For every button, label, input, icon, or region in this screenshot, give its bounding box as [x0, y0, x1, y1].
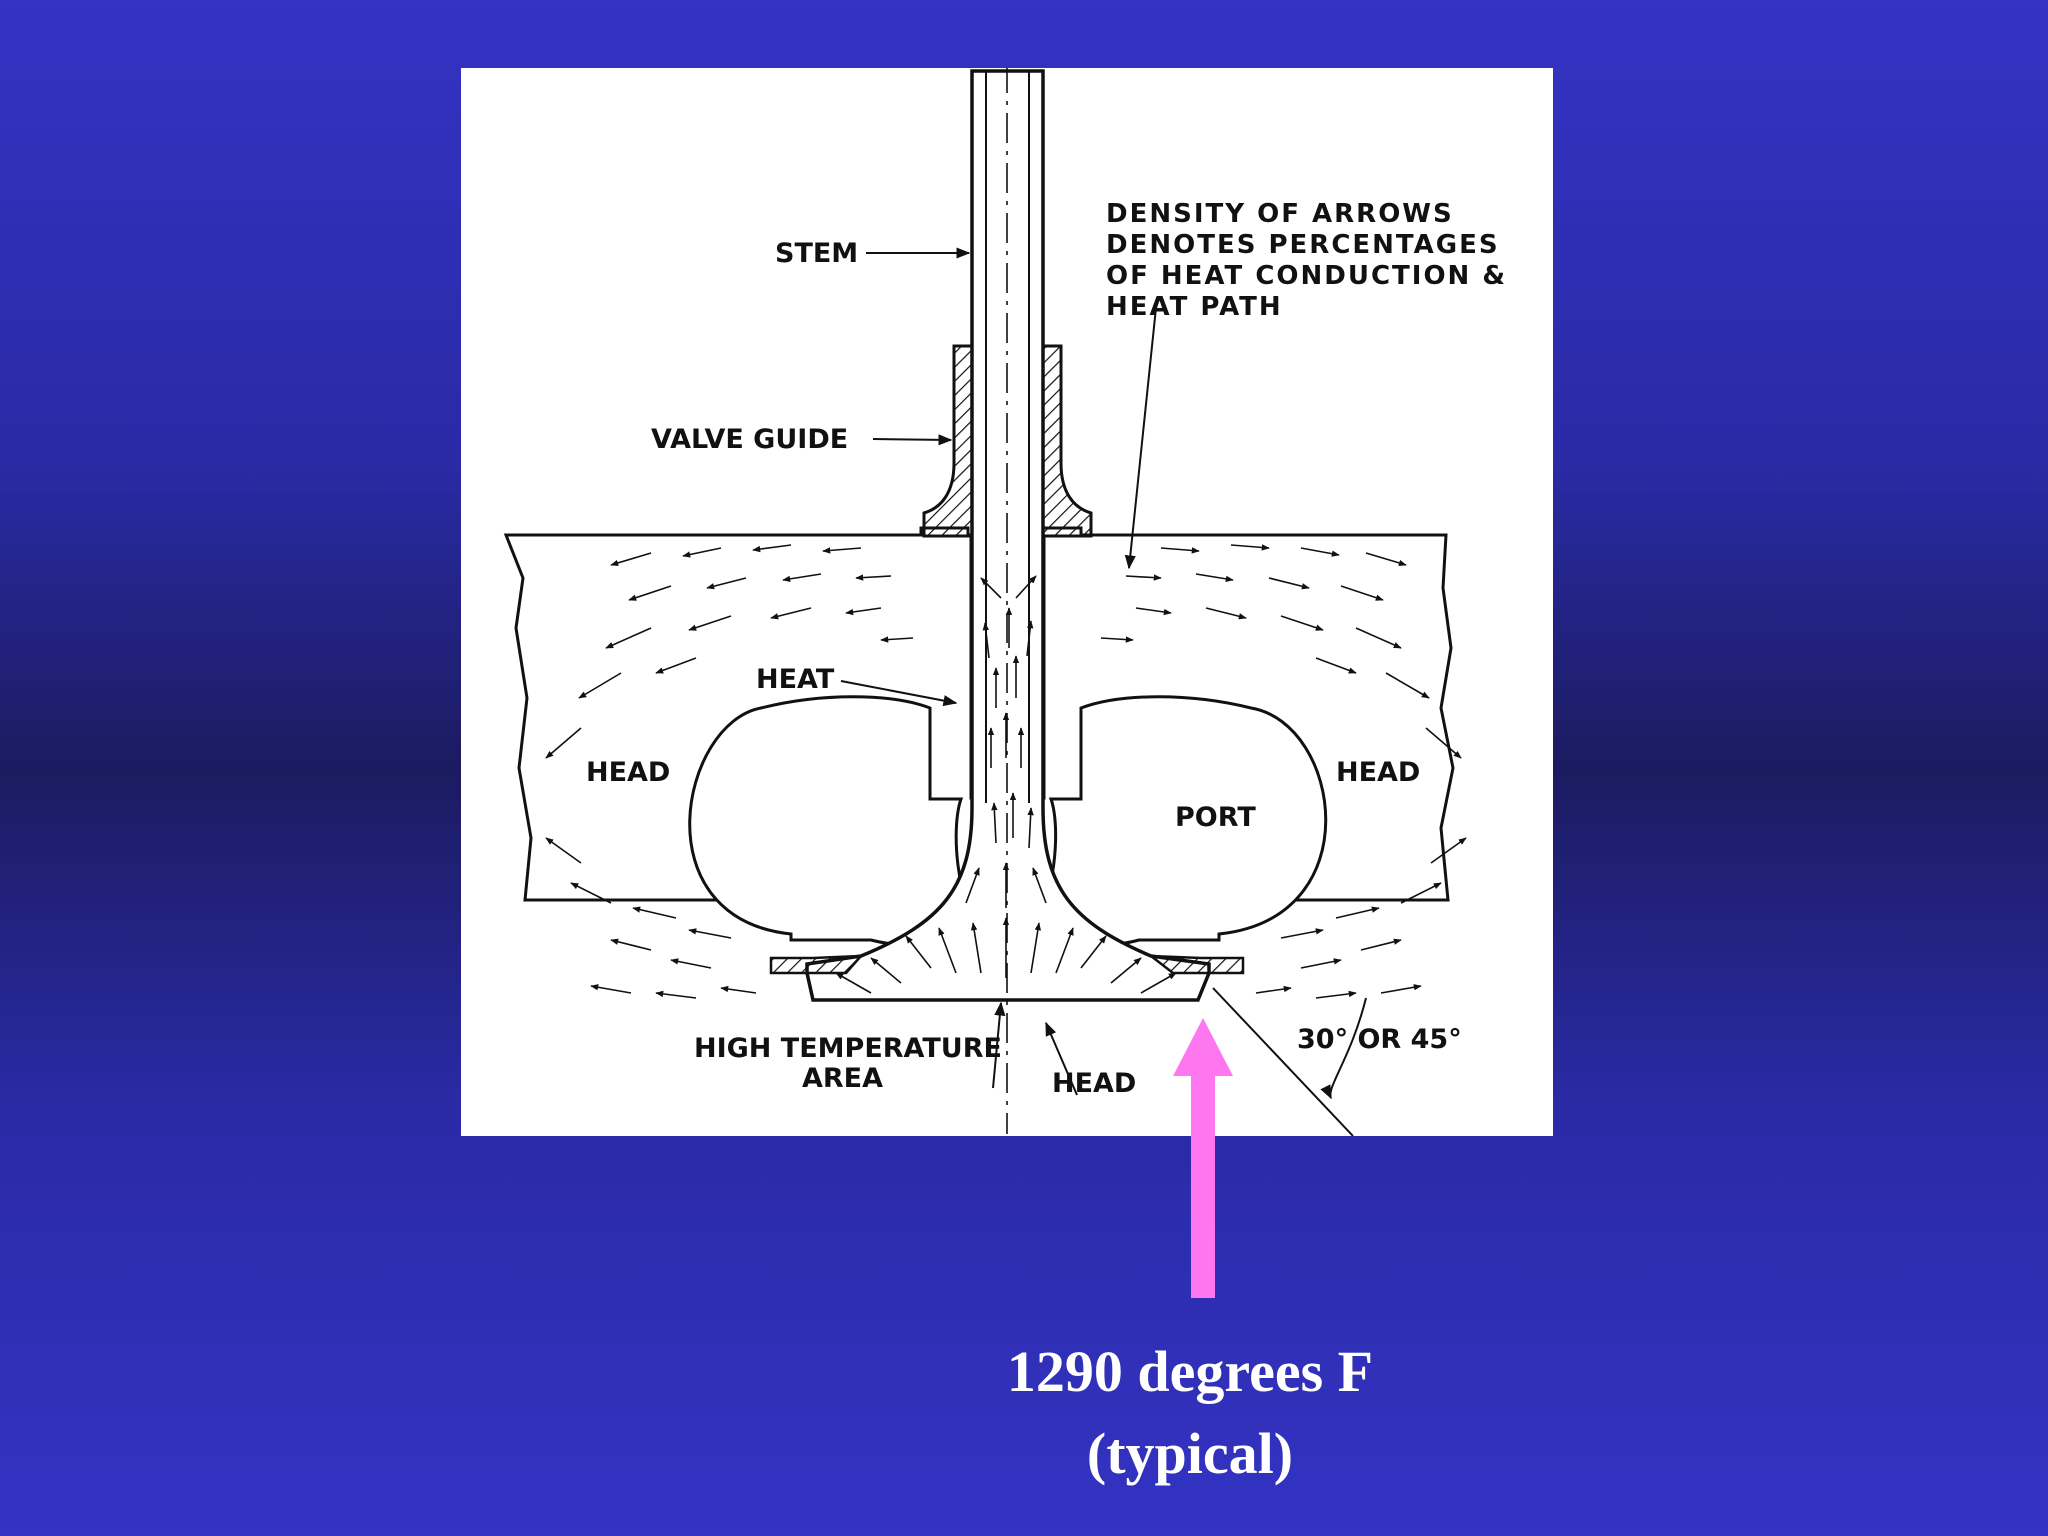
stem-label: STEM [775, 238, 858, 269]
port-label: PORT [1175, 802, 1256, 833]
valve [769, 68, 1245, 1134]
density-note-line-1: DENSITY OF ARROWS [1106, 199, 1454, 229]
temperature-caption-note: (typical) [1086, 1421, 1294, 1486]
heat-flow-arrows [545, 544, 1467, 999]
head-label-right: HEAD [1336, 757, 1420, 788]
intake-port [688, 695, 1328, 947]
seat-angle-label: 30° OR 45° [1297, 1024, 1462, 1055]
valve-heat-flow-diagram: STEM VALVE GUIDE DENSITY OF ARROWS DENOT… [461, 68, 1553, 1136]
heat-label: HEAT [756, 664, 835, 695]
head-label-bottom: HEAD [1052, 1068, 1136, 1099]
leader-lines [840, 247, 1367, 1136]
density-note-line-4: HEAT PATH [1106, 292, 1283, 322]
high-temperature-label-line-1: HIGH TEMPERATURE [694, 1033, 1002, 1064]
density-note-line-3: OF HEAT CONDUCTION & [1106, 261, 1507, 291]
head-label-left: HEAD [586, 757, 670, 788]
high-temperature-label-line-2: AREA [802, 1063, 883, 1094]
highlight-arrow-icon [1173, 1018, 1233, 1298]
valve-guide-label: VALVE GUIDE [651, 424, 848, 455]
density-note-line-2: DENOTES PERCENTAGES [1106, 230, 1500, 260]
temperature-caption: 1290 degrees F [1006, 1339, 1374, 1404]
